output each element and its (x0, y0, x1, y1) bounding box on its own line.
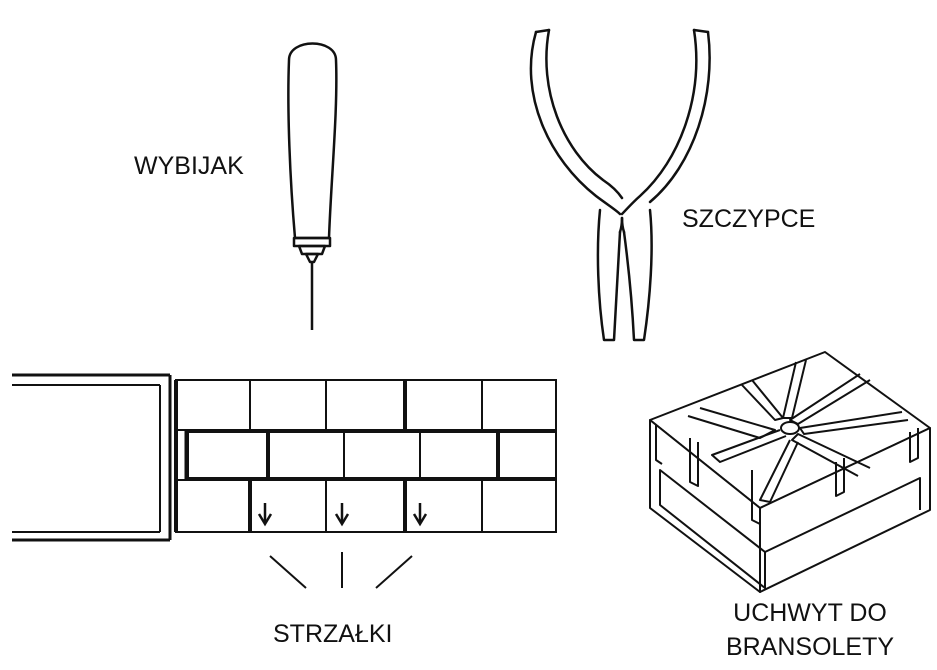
pliers-tool (529, 28, 711, 342)
watch-case (12, 373, 172, 542)
bracelet-holder (649, 351, 931, 593)
bracelet-diagram (12, 373, 557, 589)
label-bracelet-holder: UCHWYT DO BRANSOLETY (690, 596, 930, 664)
link-arrows (257, 503, 428, 527)
label-arrows: STRZAŁKI (273, 620, 393, 648)
label-punch: WYBIJAK (134, 152, 244, 180)
label-holder-line2: BRANSOLETY (725, 633, 895, 661)
arrow-pointer-lines (269, 552, 413, 589)
label-holder-line1: UCHWYT DO (733, 599, 887, 627)
bracelet-links (174, 379, 557, 533)
label-pliers: SZCZYPCE (682, 205, 816, 233)
punch-tool (287, 42, 338, 330)
